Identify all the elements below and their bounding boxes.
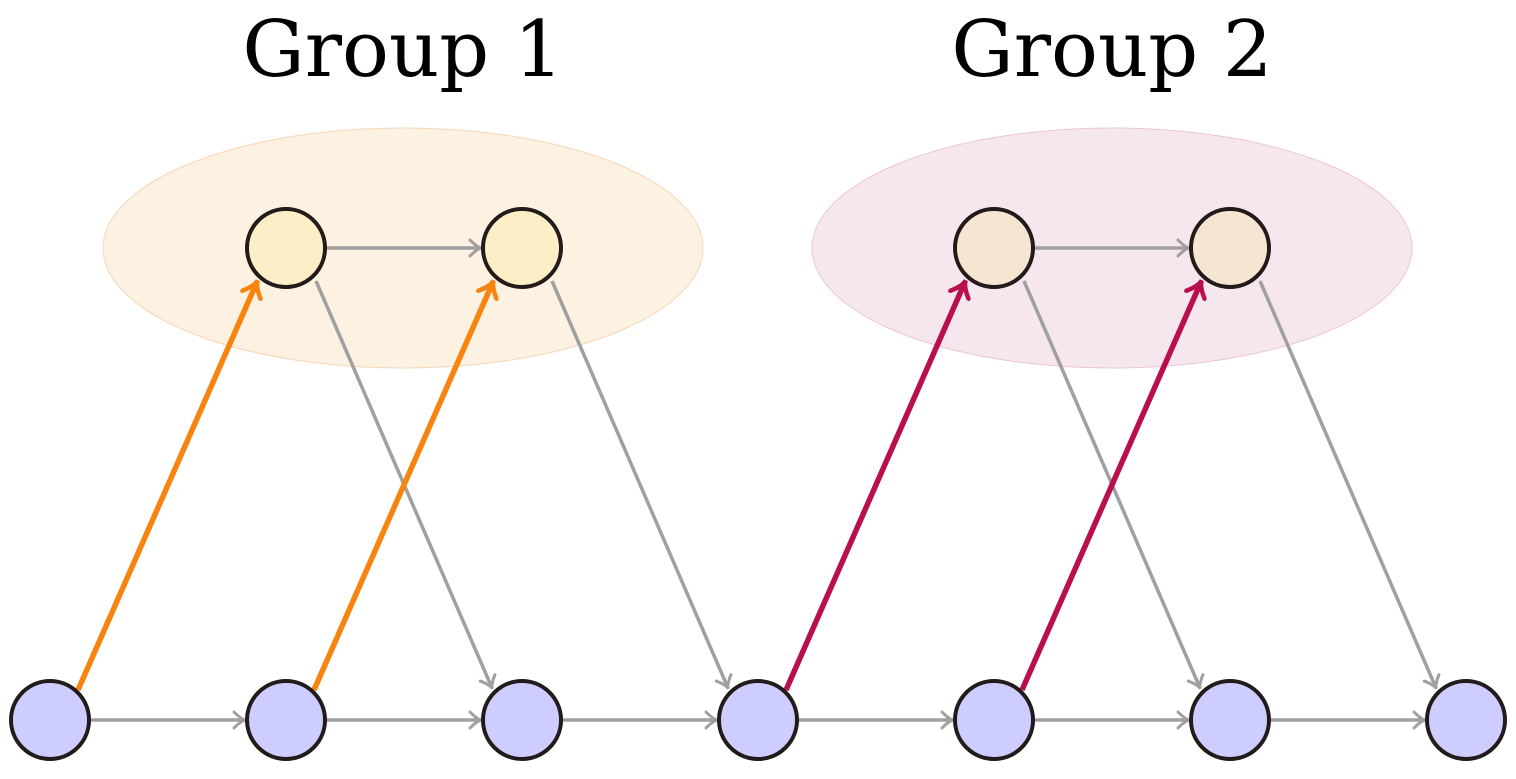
group-1-input-edges (75, 282, 493, 692)
group-2-title: Group 2 (951, 5, 1272, 95)
group-2-input-edges (783, 282, 1201, 692)
edge-g1b-b4 (550, 280, 733, 690)
edge-b4-g2a (783, 282, 965, 692)
edge-b5-g2b (1019, 282, 1201, 692)
node-b5 (953, 679, 1035, 761)
group-2-nodes (953, 207, 1271, 289)
edge-b2-g1b (311, 282, 493, 692)
node-g2-b (1189, 207, 1271, 289)
node-b2 (245, 679, 327, 761)
node-b4 (717, 679, 799, 761)
node-g1-a (245, 207, 327, 289)
node-b6 (1189, 679, 1271, 761)
node-b7 (1425, 679, 1507, 761)
edge-g2b-b7 (1258, 280, 1441, 690)
node-g1-b (481, 207, 563, 289)
group-1-title: Group 1 (242, 5, 563, 95)
node-b1 (9, 679, 91, 761)
node-g2-a (953, 207, 1035, 289)
group-1-nodes (245, 207, 563, 289)
node-b3 (481, 679, 563, 761)
bottom-nodes (9, 679, 1507, 761)
edge-b1-g1a (75, 282, 257, 692)
